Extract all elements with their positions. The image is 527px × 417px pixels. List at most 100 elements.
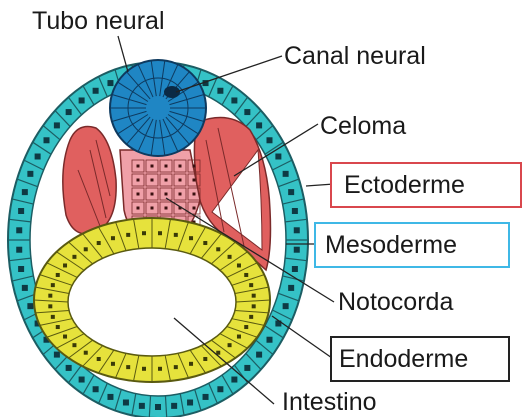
label-ectoderme: Ectoderme <box>344 173 465 198</box>
ectoderm-nucleus <box>266 337 272 343</box>
ectoderm-nucleus <box>22 285 28 291</box>
ectoderm-nucleus <box>66 109 72 115</box>
endoderm-nucleus <box>249 315 253 319</box>
ectoderm-nucleus <box>256 352 262 358</box>
notochord-nucleus <box>193 165 196 168</box>
endoderm-nucleus <box>97 241 101 245</box>
endoderm-nucleus <box>216 247 220 251</box>
notochord-nucleus <box>137 193 140 196</box>
ectoderm-nucleus <box>79 97 85 103</box>
ectoderm-nucleus <box>288 189 294 195</box>
notochord-nucleus <box>193 193 196 196</box>
endoderm-nucleus <box>189 362 193 366</box>
notochord-nucleus <box>165 193 168 196</box>
endoderm-nucleus <box>252 304 256 308</box>
ectoderm-nucleus <box>294 247 300 253</box>
endoderm-nucleus <box>203 357 207 361</box>
ectoderm-nucleus <box>266 137 272 143</box>
ectoderm-nucleus <box>79 377 85 383</box>
notochord-nucleus <box>151 179 154 182</box>
endoderm-nucleus <box>158 231 162 235</box>
label-celoma: Celoma <box>320 114 406 139</box>
notochord-nucleus <box>151 207 154 210</box>
ectoderm-nucleus <box>93 88 99 94</box>
endoderm-nucleus <box>56 325 60 329</box>
ectoderm-nucleus <box>256 122 262 128</box>
ectoderm-nucleus <box>27 171 33 177</box>
notochord-nucleus <box>179 193 182 196</box>
ectoderm-nucleus <box>54 352 60 358</box>
endoderm-nucleus <box>111 236 115 240</box>
endoderm-nucleus <box>237 335 241 339</box>
endoderm-nucleus <box>63 335 67 339</box>
endoderm-nucleus <box>244 273 248 277</box>
ectoderm-nucleus <box>292 266 298 272</box>
endoderm-nucleus <box>174 233 178 237</box>
endoderm-nucleus <box>142 367 146 371</box>
endoderm-nucleus <box>174 365 178 369</box>
ectoderm-nucleus <box>16 227 22 233</box>
ectoderm-nucleus <box>288 285 294 291</box>
endoderm-nucleus <box>51 283 55 287</box>
endoderm-nucleus <box>203 241 207 245</box>
label-tubo-neural: Tubo neural <box>32 9 165 34</box>
notochord-nucleus <box>165 165 168 168</box>
endoderm-nucleus <box>48 304 52 308</box>
notochord-nucleus <box>151 193 154 196</box>
mesoderme-box: Mesoderme <box>314 222 510 268</box>
endoderm-nucleus <box>126 233 130 237</box>
label-notocorda: Notocorda <box>338 290 453 315</box>
notochord-nucleus <box>179 179 182 182</box>
ectoderm-nucleus <box>18 208 24 214</box>
notochord-nucleus <box>137 179 140 182</box>
neural-tube <box>110 60 206 156</box>
notochord-nucleus <box>193 207 196 210</box>
ectoderm-nucleus <box>217 88 223 94</box>
label-endoderme: Endoderme <box>339 347 468 372</box>
endoderm-nucleus <box>72 343 76 347</box>
ectoderm-nucleus <box>231 377 237 383</box>
ectoderm-nucleus <box>22 189 28 195</box>
ectoderm-nucleus <box>139 403 145 409</box>
ectoderm-nucleus <box>123 399 129 405</box>
endoderm-nucleus <box>189 236 193 240</box>
ectoderm-nucleus <box>107 394 113 400</box>
ectoderm-nucleus <box>16 247 22 253</box>
endoderm-nucleus <box>228 255 232 259</box>
label-intestino: Intestino <box>282 390 377 415</box>
notochord-nucleus <box>137 165 140 168</box>
endoderm-nucleus <box>51 315 55 319</box>
endoderm-nucleus <box>142 231 146 235</box>
notochord-nucleus <box>151 165 154 168</box>
label-mesoderme: Mesoderme <box>325 233 457 258</box>
ectoderm-nucleus <box>231 97 237 103</box>
endoderm-nucleus <box>97 357 101 361</box>
notochord-nucleus <box>137 207 140 210</box>
notochord-nucleus <box>165 207 168 210</box>
intestine-lumen <box>68 248 236 356</box>
ectoderm-nucleus <box>283 171 289 177</box>
endoderm-nucleus <box>126 365 130 369</box>
ectoderm-nucleus <box>244 365 250 371</box>
ectoderm-nucleus <box>217 386 223 392</box>
endoderm-nucleus <box>111 362 115 366</box>
endoderm-nucleus <box>228 343 232 347</box>
ectoderm-nucleus <box>27 303 33 309</box>
ectoderm-nucleus <box>66 365 72 371</box>
endoderm-nucleus <box>63 263 67 267</box>
endoderm-nucleus <box>237 263 241 267</box>
ectoderm-nucleus <box>44 137 50 143</box>
endoderm-nucleus <box>158 367 162 371</box>
notochord-nucleus <box>193 179 196 182</box>
ectoderme-box: Ectoderme <box>330 162 522 208</box>
ectoderm-nucleus <box>275 154 281 160</box>
endoderme-box: Endoderme <box>330 336 510 382</box>
endoderm-nucleus <box>48 294 52 298</box>
endoderm-layer <box>34 218 270 382</box>
ectoderm-nucleus <box>187 399 193 405</box>
ectoderm-nucleus <box>54 122 60 128</box>
ectoderm-nucleus <box>155 404 161 410</box>
endoderm-nucleus <box>84 351 88 355</box>
endoderm-nucleus <box>249 283 253 287</box>
